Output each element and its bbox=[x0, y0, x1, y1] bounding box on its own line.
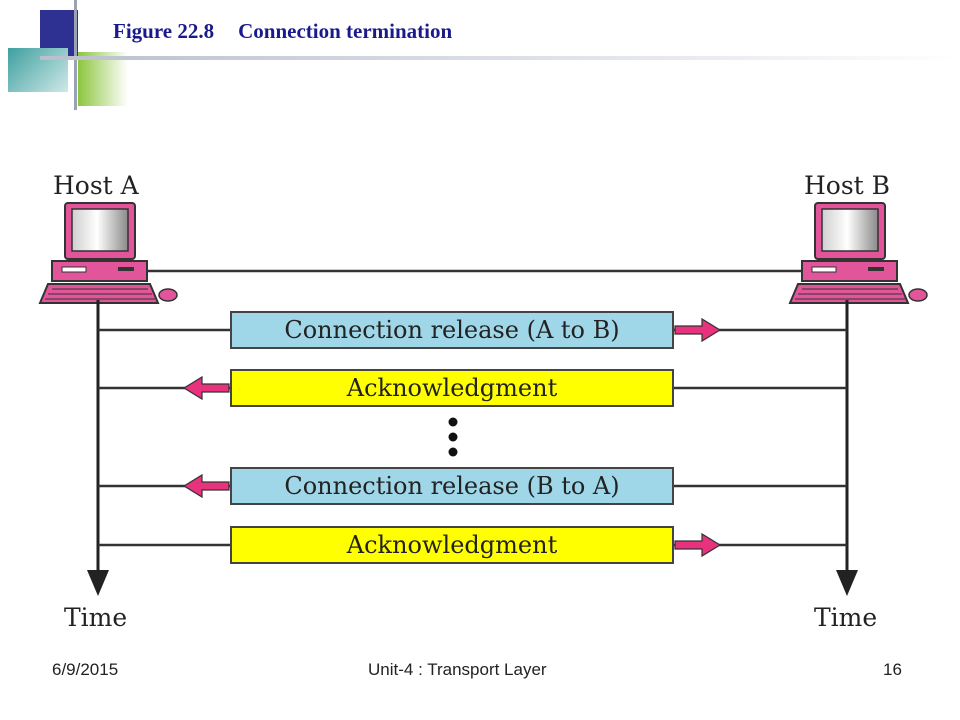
host-b-computer-icon bbox=[788, 202, 928, 304]
direction-arrow-icon bbox=[674, 532, 722, 558]
title-divider bbox=[40, 56, 960, 60]
figure-number: Figure 22.8 bbox=[113, 18, 215, 43]
direction-arrow-icon bbox=[182, 375, 230, 401]
message-label: Acknowledgment bbox=[346, 531, 558, 559]
figure-title: Connection termination bbox=[238, 18, 453, 43]
direction-arrow-icon bbox=[182, 473, 230, 499]
footer-date: 6/9/2015 bbox=[52, 660, 119, 679]
message-label: Connection release (A to B) bbox=[284, 316, 619, 344]
decor-teal-square bbox=[8, 48, 68, 92]
decor-green-square bbox=[78, 52, 128, 106]
ellipsis-dots-icon bbox=[448, 417, 458, 457]
slide-title: Figure 22.8 Connection termination bbox=[113, 14, 953, 48]
footer-course: Unit-4 : Transport Layer bbox=[368, 660, 547, 679]
message-label: Connection release (B to A) bbox=[284, 472, 619, 500]
message-row: Acknowledgment bbox=[98, 369, 847, 407]
connection-termination-diagram: Host A Host B Connection release (A to B… bbox=[38, 171, 928, 632]
message-box bbox=[230, 369, 674, 407]
host-b-timeline-arrowhead bbox=[836, 570, 858, 596]
footer-page-number: 16 bbox=[883, 660, 902, 679]
time-a-label: Time bbox=[64, 603, 127, 632]
time-b-label: Time bbox=[814, 603, 877, 632]
slide-footer: 6/9/2015 Unit-4 : Transport Layer 16 bbox=[0, 660, 960, 684]
message-box bbox=[230, 526, 674, 564]
message-box bbox=[230, 467, 674, 505]
message-list: Connection release (A to B) Acknowledgmen… bbox=[98, 311, 847, 564]
message-label: Acknowledgment bbox=[346, 374, 558, 402]
message-row: Connection release (B to A) bbox=[98, 467, 847, 505]
host-a-label: Host A bbox=[53, 171, 140, 200]
message-row: Connection release (A to B) bbox=[98, 311, 847, 349]
message-row: Acknowledgment bbox=[98, 526, 847, 564]
host-b-label: Host B bbox=[804, 171, 890, 200]
decor-vertical-rule bbox=[74, 0, 77, 110]
host-a-timeline-arrowhead bbox=[87, 570, 109, 596]
message-box bbox=[230, 311, 674, 349]
host-a-computer-icon bbox=[38, 202, 178, 304]
direction-arrow-icon bbox=[674, 317, 722, 343]
